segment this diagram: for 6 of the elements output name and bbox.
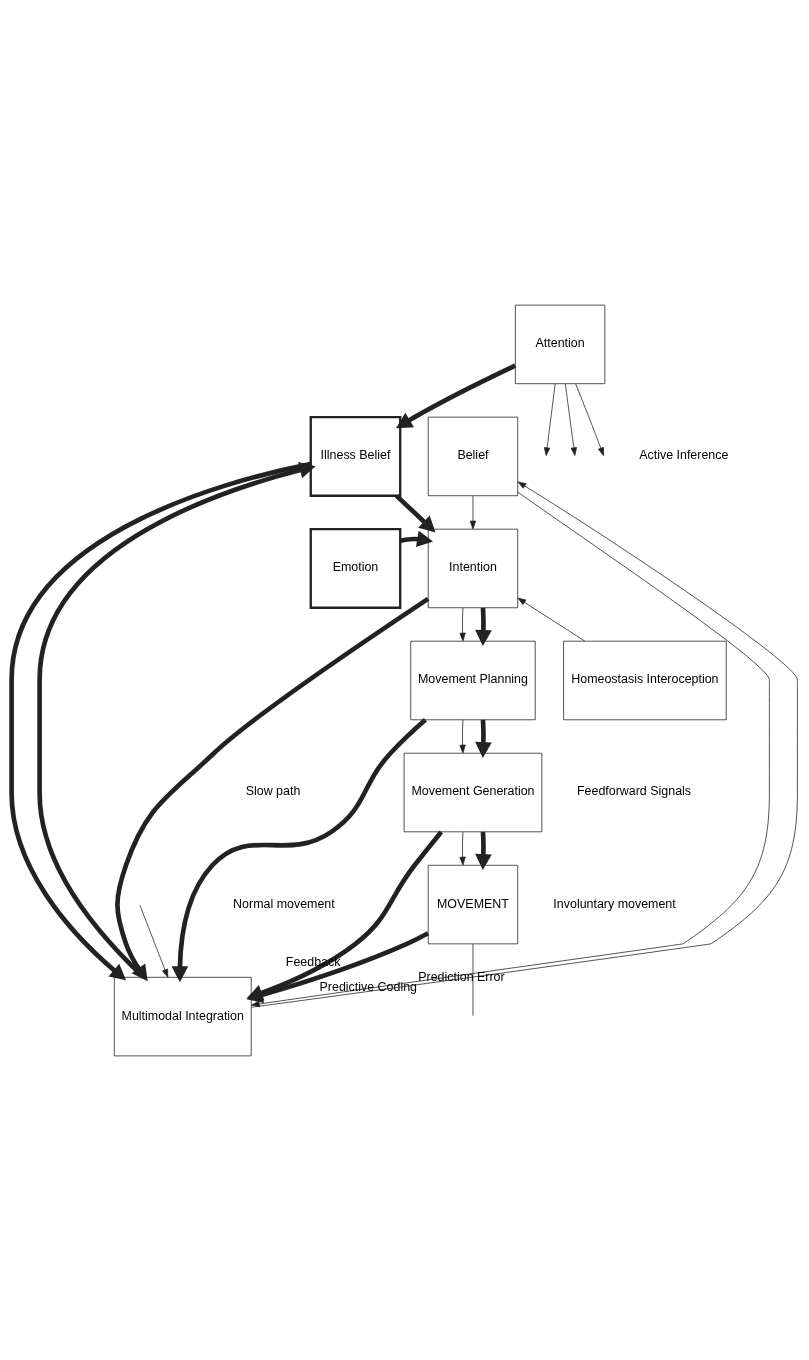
label: Active Inference (639, 447, 729, 462)
label: Slow path (245, 783, 301, 798)
label: Involuntary movement (553, 896, 676, 911)
label: Normal movement (233, 896, 335, 911)
label: Feedforward Signals (576, 783, 692, 798)
edge-label: Predictive Coding (319, 979, 418, 994)
